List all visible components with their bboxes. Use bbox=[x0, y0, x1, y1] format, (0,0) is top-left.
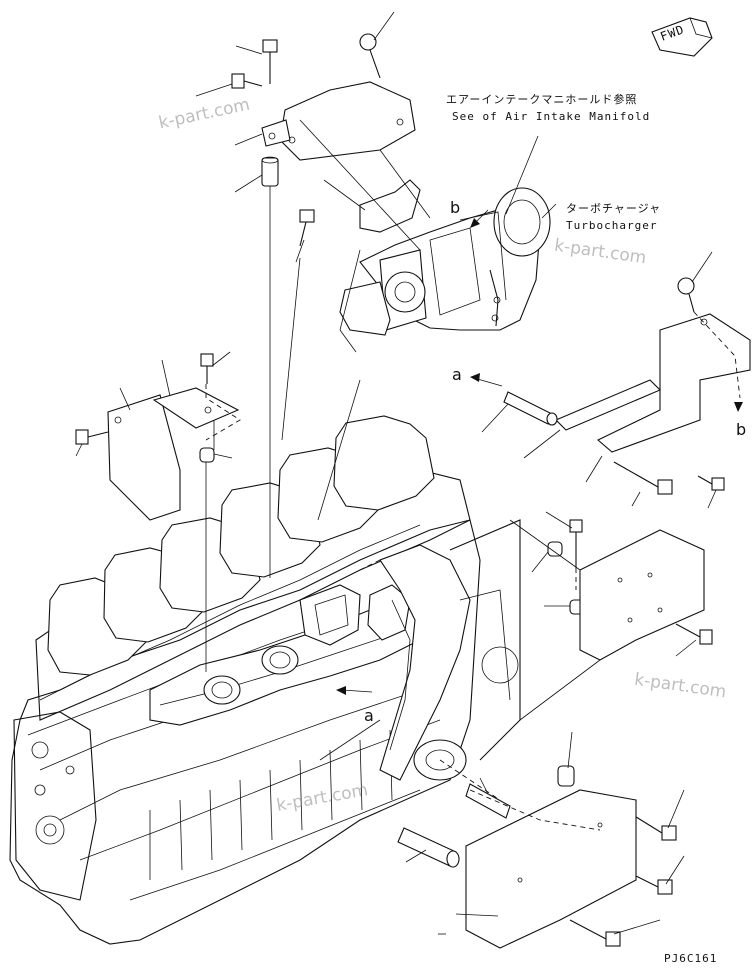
air-intake-label-en: See of Air Intake Manifold bbox=[452, 110, 651, 123]
air-intake-label-jp: エアーインテークマニホールド参照 bbox=[446, 93, 638, 106]
dashed-leaders bbox=[205, 311, 741, 831]
exhaust-manifold bbox=[149, 584, 431, 726]
bracket-upper bbox=[261, 119, 421, 233]
right-bracket bbox=[555, 313, 751, 453]
turbo-label-en: Turbocharger bbox=[566, 219, 658, 232]
heat-shield-bottom bbox=[465, 789, 637, 949]
spacer-tube bbox=[261, 156, 279, 187]
turbo-label-jp: ターボチャージャ bbox=[566, 202, 662, 215]
spacer-pipe-a bbox=[397, 391, 558, 868]
callout-leaders bbox=[75, 11, 717, 935]
ref-letter-a-upper: a bbox=[452, 365, 462, 384]
ref-letter-b-top: b bbox=[450, 198, 461, 217]
rear-housing bbox=[449, 519, 521, 761]
exhaust-pipe bbox=[379, 544, 471, 781]
direction-arrows bbox=[336, 209, 743, 695]
small-plate bbox=[152, 387, 240, 429]
heat-shield-right bbox=[509, 519, 705, 721]
engine-block bbox=[9, 519, 481, 945]
ref-letter-b-right: b bbox=[736, 420, 747, 439]
side-cover bbox=[107, 394, 181, 521]
ref-letter-a-lower: a bbox=[364, 706, 374, 725]
heat-shield-top bbox=[279, 81, 416, 161]
turbocharger bbox=[339, 187, 551, 336]
fwd-arrow-icon bbox=[651, 17, 713, 57]
drawing-code: PJ6C161 bbox=[664, 952, 718, 965]
